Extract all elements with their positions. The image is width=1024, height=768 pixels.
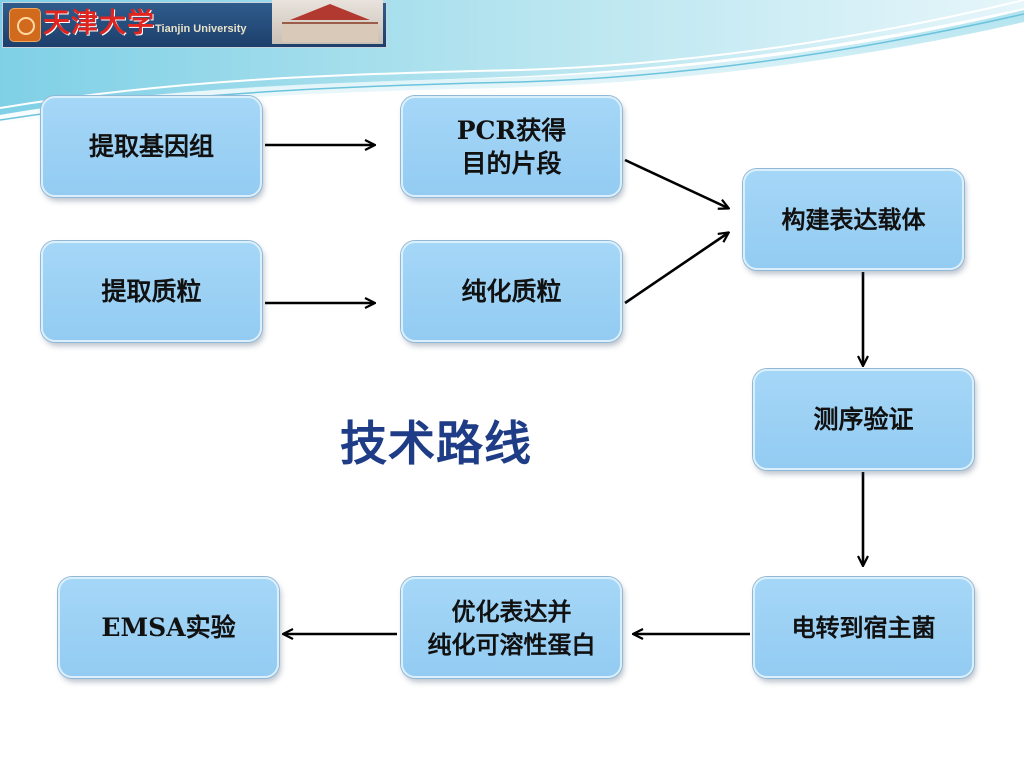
building-base-shape	[282, 22, 378, 42]
university-name-cn: 天津大学	[43, 8, 155, 39]
step-label: 测序验证	[813, 405, 914, 434]
step-purify-plasmid: 纯化质粒	[401, 241, 622, 342]
university-name-en: Tianjin University	[155, 23, 247, 35]
step-extract-genome: 提取基因组	[41, 96, 262, 197]
step-sequencing: 测序验证	[753, 369, 974, 470]
step-optimize-purify: 优化表达并 纯化可溶性蛋白	[401, 577, 622, 678]
step-build-vector: 构建表达载体	[743, 169, 964, 270]
university-seal-icon	[9, 8, 41, 42]
step-label: 构建表达载体	[781, 205, 926, 234]
slide-title: 技术路线	[340, 417, 532, 472]
step-extract-plasmid: 提取质粒	[41, 241, 262, 342]
step-label: 电转到宿主菌	[791, 613, 936, 642]
step-label: PCR获得 目的片段	[456, 115, 567, 178]
step-label: 提取质粒	[101, 277, 202, 306]
building-roof-shape	[290, 4, 370, 20]
step-label: 优化表达并 纯化可溶性蛋白	[427, 596, 596, 659]
arrow-purify-to-vector	[624, 233, 728, 305]
step-label: EMSA实验	[101, 613, 236, 642]
step-electroporation: 电转到宿主菌	[753, 577, 974, 678]
arrow-pcr-to-vector	[624, 158, 728, 208]
step-label: 提取基因组	[88, 132, 214, 161]
step-emsa: EMSA实验	[58, 577, 279, 678]
step-label: 纯化质粒	[461, 277, 562, 306]
step-pcr-fragment: PCR获得 目的片段	[401, 96, 622, 197]
